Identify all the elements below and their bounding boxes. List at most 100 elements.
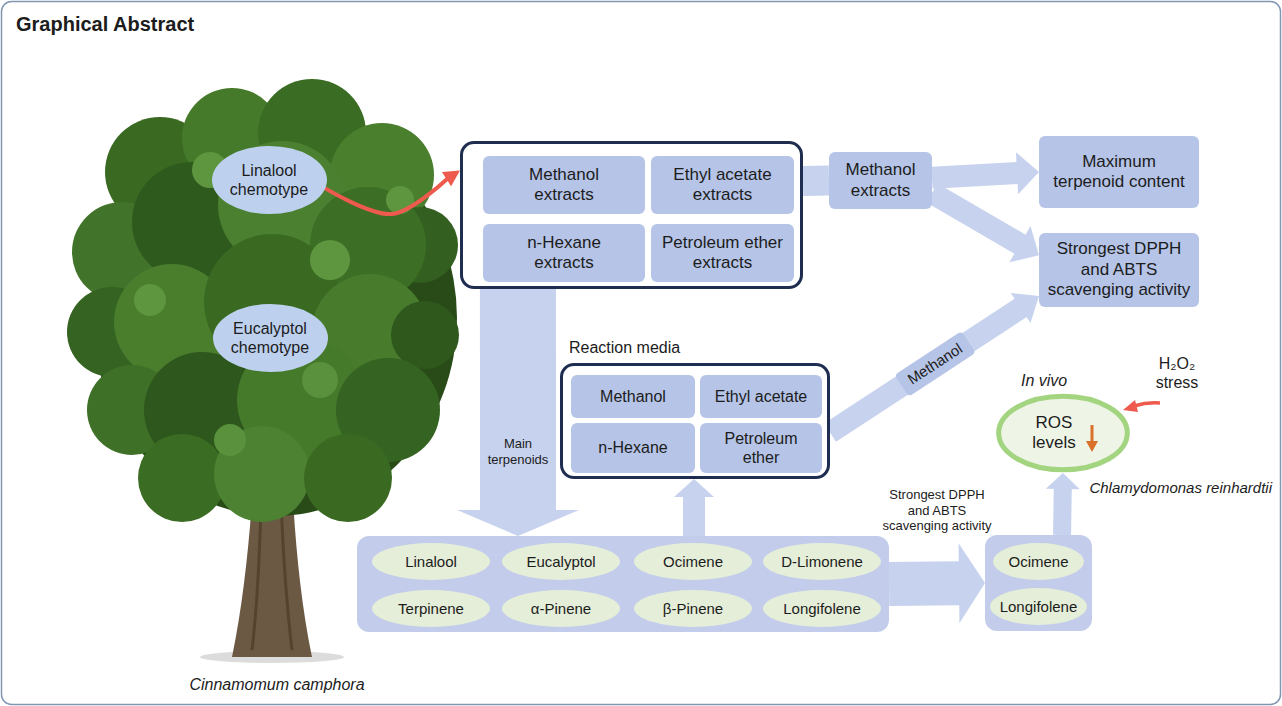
arrow-label: Strongest DPPH and ABTS scavenging activ… (881, 486, 993, 535)
node-text: Methanol extracts (836, 160, 926, 201)
stress-arrow (1123, 400, 1160, 412)
node-text: Methanol extracts (509, 165, 619, 206)
result-box: Maximum terpenoid content (1039, 136, 1199, 208)
terpenoid-ellipse: α-Pinene (502, 590, 620, 627)
terpenoid-ellipse: Longifolene (763, 590, 881, 627)
flow-arrow (674, 479, 714, 536)
node-text: n-Hexane (598, 438, 667, 457)
ellipse-outline (372, 543, 490, 580)
extracts-frame: Methanol extractsEthyl acetate extractsn… (460, 141, 803, 289)
arrow-label: Main terpenoids (480, 435, 556, 468)
connector-line (1053, 488, 1072, 535)
node-text: Strongest DPPH and ABTS scavenging activ… (1045, 239, 1193, 300)
node-text: Linalool (405, 553, 457, 571)
extract-box: Petroleum ether extracts (651, 224, 794, 282)
ellipse-outline (763, 590, 881, 627)
ellipse-outline (502, 590, 620, 627)
node-text: D-Limonene (781, 553, 863, 571)
chemotype-ellipse: Eucalyptol chemotype (213, 304, 328, 372)
node-text: Methanol (600, 387, 666, 406)
node-text: Linalool chemotype (222, 161, 317, 199)
ellipse-shape (213, 304, 328, 372)
connector-line (889, 561, 960, 606)
node-text: Ocimene (663, 553, 723, 571)
ellipse-outline (502, 543, 620, 580)
terpenoid-ellipse: Ocimene (993, 543, 1084, 580)
ellipse-outline (634, 590, 752, 627)
ellipse-outline (213, 304, 328, 372)
node-text: β-Pinene (663, 600, 723, 618)
node-text: Maximum terpenoid content (1045, 152, 1193, 193)
terpenoid-ellipse: Terpinene (372, 590, 490, 627)
tree-canopy (391, 301, 459, 369)
condition-label: In vivo (1021, 371, 1091, 390)
ellipse-outline (999, 396, 1128, 470)
tree-canopy (304, 434, 392, 522)
ellipse-outline (990, 588, 1087, 625)
stress-arrow (1134, 403, 1160, 406)
species-label: Cinnamomum camphora (167, 675, 387, 694)
node-text: Ethyl acetate (715, 387, 808, 406)
media-frame: Reaction mediaMethanolEthyl acetaten-Hex… (560, 363, 830, 479)
flow-arrow (889, 543, 985, 623)
terpenoid-ellipse: Longifolene (990, 588, 1087, 625)
ros-ellipse: ROS levels (996, 393, 1130, 473)
arrowhead (1009, 226, 1039, 262)
arrowhead (457, 510, 579, 536)
ellipse-outline (634, 543, 752, 580)
medium-box: n-Hexane (571, 423, 695, 473)
flow-arrow (932, 152, 1039, 194)
node-text: Terpinene (398, 600, 464, 618)
terpenoid-ellipse: Linalool (372, 543, 490, 580)
tree-canopy (386, 186, 414, 214)
flow-arrow (932, 193, 1039, 262)
connector-line (932, 173, 1018, 178)
arrowhead (1016, 152, 1039, 194)
decrease-arrow (1086, 425, 1098, 452)
node-text: Ocimene (1008, 553, 1068, 571)
ellipse-outline (993, 543, 1084, 580)
flow-arrow (1046, 473, 1080, 535)
extract-box: Ethyl acetate extracts (651, 156, 794, 214)
terpenoid-ellipse: Eucalyptol (502, 543, 620, 580)
medium-box: Petroleum ether (700, 423, 822, 473)
node-text: α-Pinene (531, 600, 591, 618)
ellipse-shape (212, 146, 327, 214)
node-text: Eucalyptol chemotype (223, 319, 318, 357)
group-heading: Reaction media (569, 338, 680, 357)
decrease-arrow (1091, 425, 1094, 443)
medium-box: Methanol (571, 375, 695, 418)
ellipse-outline (763, 543, 881, 580)
node-text: Petroleum ether extracts (660, 233, 785, 274)
node-text: Eucalyptol (526, 553, 595, 571)
arrowhead (674, 479, 714, 497)
red-arrow (325, 171, 460, 215)
ellipse-outline (212, 146, 327, 214)
tree-canopy (310, 240, 350, 280)
organism-label: Chlamydomonas reinhardtii (1072, 479, 1272, 497)
diagram-title: Graphical Abstract (16, 12, 194, 36)
tree-canopy (302, 362, 338, 398)
node-text: Petroleum ether (711, 429, 811, 467)
connector-line (830, 307, 1021, 432)
chemotype-ellipse: Linalool chemotype (212, 146, 327, 214)
medium-box: Ethyl acetate (700, 375, 822, 418)
connector-line (803, 166, 829, 196)
tree-canopy (214, 424, 246, 456)
stress-label: H₂O₂ stress (1146, 354, 1208, 392)
node-text: Ethyl acetate extracts (663, 165, 783, 206)
decrease-arrow (1086, 441, 1098, 452)
terpenoid-ellipse: β-Pinene (634, 590, 752, 627)
arrowhead (959, 543, 985, 623)
arrowhead (1046, 473, 1080, 489)
arrowhead (442, 171, 460, 187)
connector-line (932, 193, 1021, 245)
node-text: Longifolene (1000, 598, 1078, 616)
result-box: Strongest DPPH and ABTS scavenging activ… (1039, 233, 1199, 307)
connector-line (480, 289, 556, 511)
connector-line (683, 496, 705, 536)
terpenoid-band: Linalool Eucalyptol Ocimene D-LimoneneTerpi… (357, 536, 889, 632)
